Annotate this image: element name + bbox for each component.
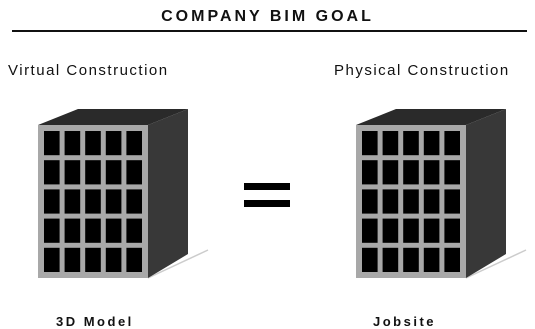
building-window [44,189,60,214]
building-window [382,218,399,243]
building-window [362,247,378,272]
equals-bar-top [244,183,290,190]
building-window [403,218,419,243]
building-window [403,160,419,185]
building-window [126,247,142,272]
building-window [126,189,142,214]
building-window [64,131,81,156]
building-window [64,218,81,243]
building-top-face [356,109,506,125]
title-underline [12,30,527,32]
building-window [44,160,60,185]
physical-construction-label: Physical Construction [334,62,510,79]
building-window [44,247,60,272]
building-window [85,131,101,156]
jobsite-caption: Jobsite [373,314,437,329]
building-window [126,131,142,156]
building-window [362,218,378,243]
building-window [403,247,419,272]
ground-line [147,249,209,279]
building-window [444,247,460,272]
building-window [423,160,440,185]
building-window [382,131,399,156]
building-window [85,218,101,243]
building-window [126,160,142,185]
building-window [444,160,460,185]
building-window [85,247,101,272]
building-window [444,131,460,156]
building-window [423,218,440,243]
building-window [382,189,399,214]
building-window [362,189,378,214]
building-window [105,160,122,185]
building-window [403,189,419,214]
building-side-face [148,109,188,278]
building-window [105,218,122,243]
ground-line [465,249,527,279]
building-side-face [466,109,506,278]
building-window [44,131,60,156]
building-window [105,189,122,214]
page-title: COMPANY BIM GOAL [161,8,374,25]
building-window [126,218,142,243]
equals-bar-bottom [244,200,290,207]
building-window [423,189,440,214]
3d-model-caption: 3D Model [56,314,134,329]
equals-sign [244,183,290,207]
virtual-construction-label: Virtual Construction [8,62,169,79]
building-window [444,189,460,214]
building-window [44,218,60,243]
building-window [382,247,399,272]
building-window [105,131,122,156]
building-3d-model-illustration [38,109,209,279]
building-window [362,131,378,156]
building-window [444,218,460,243]
building-window [85,189,101,214]
building-window [85,160,101,185]
building-window [423,131,440,156]
building-window [64,189,81,214]
building-window [362,160,378,185]
building-window [403,131,419,156]
building-jobsite-illustration [356,109,527,279]
building-window [64,160,81,185]
building-window [64,247,81,272]
building-top-face [38,109,188,125]
building-window [382,160,399,185]
building-window [105,247,122,272]
building-window [423,247,440,272]
